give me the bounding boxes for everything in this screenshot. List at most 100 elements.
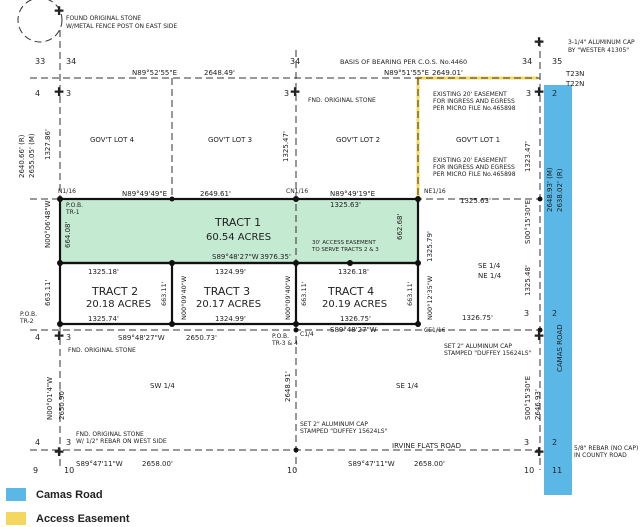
svg-text:1324.99': 1324.99' (215, 315, 246, 323)
svg-text:1325.18': 1325.18' (88, 268, 119, 276)
svg-text:CN1/16: CN1/16 (286, 188, 308, 195)
svg-text:2: 2 (552, 89, 557, 98)
svg-text:20.17 ACRES: 20.17 ACRES (196, 299, 261, 310)
svg-text:TRACT 3: TRACT 3 (203, 285, 250, 298)
svg-text:TO SERVE TRACTS 2 & 3: TO SERVE TRACTS 2 & 3 (311, 247, 379, 253)
svg-text:4: 4 (35, 89, 40, 98)
govt-lots: GOV'T LOT 4 GOV'T LOT 3 GOV'T LOT 2 GOV'… (90, 136, 500, 144)
svg-text:3: 3 (524, 438, 529, 447)
svg-text:N89°52'55"E: N89°52'55"E (132, 69, 177, 77)
svg-text:1326.75': 1326.75' (462, 314, 493, 322)
svg-text:1325.48': 1325.48' (524, 265, 532, 296)
tract-1: P.O.B. TR-1 TRACT 1 60.54 ACRES S89°48'2… (65, 202, 404, 261)
monuments: ✚ ✚ ✚ ✚ ✚ ✚ ✚ ✚ ✚ (54, 4, 544, 459)
svg-text:✚: ✚ (54, 85, 64, 99)
svg-text:✚: ✚ (54, 445, 64, 459)
svg-text:1326.18': 1326.18' (338, 268, 369, 276)
svg-text:S89°48'27"W: S89°48'27"W (212, 253, 259, 261)
svg-text:TRACT 2: TRACT 2 (91, 285, 138, 298)
svg-text:2648.93' (M): 2648.93' (M) (546, 167, 554, 212)
svg-text:N00°09'40"W: N00°09'40"W (180, 275, 188, 320)
svg-text:P.O.B.: P.O.B. (20, 311, 37, 318)
lower-notes: FND. ORIGINAL STONE W/ 1/2" REBAR ON WES… (76, 421, 638, 459)
svg-text:GOV'T LOT 4: GOV'T LOT 4 (90, 136, 135, 144)
svg-text:3: 3 (284, 89, 289, 98)
svg-text:10: 10 (287, 466, 297, 475)
svg-text:FOUND ORIGINAL STONE: FOUND ORIGINAL STONE (66, 15, 141, 22)
svg-text:2648.91': 2648.91' (284, 371, 292, 402)
svg-text:34: 34 (66, 57, 76, 66)
svg-text:SW 1/4: SW 1/4 (150, 382, 175, 390)
svg-text:W/ 1/2" REBAR ON WEST SIDE: W/ 1/2" REBAR ON WEST SIDE (76, 438, 167, 445)
svg-text:BASIS OF BEARING PER C.O.S. No: BASIS OF BEARING PER C.O.S. No.4460 (340, 58, 467, 66)
svg-text:EXISTING 20' EASEMENT: EXISTING 20' EASEMENT (433, 91, 507, 98)
svg-text:34: 34 (290, 57, 300, 66)
svg-text:PER MICRO FILE No.465898: PER MICRO FILE No.465898 (433, 105, 516, 112)
svg-text:2650.73': 2650.73' (186, 334, 217, 342)
svg-text:EXISTING 20' EASEMENT: EXISTING 20' EASEMENT (433, 157, 507, 164)
svg-text:T23N: T23N (565, 70, 584, 78)
svg-text:IRVINE FLATS ROAD: IRVINE FLATS ROAD (392, 442, 461, 450)
svg-text:1325.47': 1325.47' (282, 131, 290, 162)
svg-text:P.O.B.: P.O.B. (66, 202, 83, 209)
svg-text:BY "WESTER 41305": BY "WESTER 41305" (568, 47, 629, 54)
svg-text:2658.00': 2658.00' (142, 460, 173, 468)
svg-text:N89°49'49"E: N89°49'49"E (122, 190, 167, 198)
svg-text:2640.66' (R): 2640.66' (R) (18, 134, 26, 178)
svg-text:GOV'T LOT 1: GOV'T LOT 1 (456, 136, 500, 144)
svg-text:N1/16: N1/16 (58, 188, 76, 195)
mid-lower-labels: P.O.B. TR-2 P.O.B. TR-3 & 4 C1/4 FND. OR… (19, 311, 532, 357)
svg-text:N00°06'48"W: N00°06'48"W (44, 200, 52, 248)
svg-text:CE1/16: CE1/16 (424, 327, 446, 334)
svg-text:663.11': 663.11' (44, 280, 52, 306)
svg-text:663.11': 663.11' (406, 281, 414, 306)
n116-bearings: N89°49'49"E 2649.61' N89°49'19"E 1325.63… (122, 190, 491, 209)
svg-text:IN COUNTY ROAD: IN COUNTY ROAD (574, 452, 627, 459)
svg-text:20.19 ACRES: 20.19 ACRES (322, 299, 387, 310)
svg-text:3: 3 (66, 333, 71, 342)
svg-text:30' ACCESS EASEMENT: 30' ACCESS EASEMENT (312, 240, 376, 246)
legend-item-camas-road: Camas Road (6, 488, 103, 501)
svg-text:1325.74': 1325.74' (88, 315, 119, 323)
svg-text:663.11': 663.11' (300, 281, 308, 306)
svg-text:✚: ✚ (534, 329, 544, 343)
svg-text:S89°47'11"W: S89°47'11"W (76, 460, 123, 468)
svg-text:FND. ORIGINAL STONE: FND. ORIGINAL STONE (68, 347, 136, 354)
svg-text:664.08': 664.08' (64, 222, 72, 248)
svg-text:✚: ✚ (290, 85, 300, 99)
access-easement-swatch (6, 512, 26, 525)
svg-text:TRACT 4: TRACT 4 (327, 285, 374, 298)
top-annotations: FOUND ORIGINAL STONE W/METAL FENCE POST … (66, 15, 635, 178)
svg-text:4: 4 (35, 438, 40, 447)
svg-text:W/METAL FENCE POST ON EAST SID: W/METAL FENCE POST ON EAST SIDE (66, 23, 177, 30)
west-bearings: 2640.66' (R) 2655.05' (M) 1327.86' N00°0… (18, 129, 434, 306)
svg-text:S00°15'30"E: S00°15'30"E (524, 376, 532, 420)
svg-text:20.18 ACRES: 20.18 ACRES (86, 299, 151, 310)
svg-text:2649.01': 2649.01' (432, 69, 463, 77)
svg-text:663.11': 663.11' (160, 281, 168, 306)
svg-text:P.O.B.: P.O.B. (272, 333, 289, 340)
svg-text:60.54 ACRES: 60.54 ACRES (206, 232, 271, 243)
legend-label: Camas Road (36, 488, 103, 501)
svg-text:✚: ✚ (534, 35, 544, 49)
svg-text:STAMPED "DUFFEY 15624LS": STAMPED "DUFFEY 15624LS" (444, 350, 532, 357)
svg-text:TRACT 1: TRACT 1 (214, 216, 261, 229)
svg-text:T22N: T22N (565, 80, 584, 88)
mid-lower-bearings: S89°48'27"W 2650.73' S89°48'27"W (118, 326, 377, 342)
svg-text:2646.93': 2646.93' (534, 389, 542, 420)
top-bearings: N89°52'55"E 2648.49' N89°51'55"E 2649.01… (132, 69, 463, 77)
legend-item-access-easement: Access Easement (6, 512, 130, 525)
svg-text:1325.63': 1325.63' (330, 201, 361, 209)
svg-text:10: 10 (524, 466, 534, 475)
svg-text:9: 9 (33, 466, 38, 475)
svg-text:GOV'T LOT 2: GOV'T LOT 2 (336, 136, 380, 144)
svg-text:N00°12'35"W: N00°12'35"W (426, 275, 434, 320)
svg-text:2638.02' (R): 2638.02' (R) (556, 168, 564, 212)
lower-section: SW 1/4 SE 1/4 N00°01'4"W 2650.90' 2648.9… (46, 371, 542, 468)
svg-text:2650.90': 2650.90' (58, 389, 66, 420)
svg-text:✚: ✚ (54, 329, 64, 343)
svg-text:2: 2 (552, 309, 557, 318)
svg-text:TR-1: TR-1 (65, 209, 80, 216)
svg-text:1327.86': 1327.86' (44, 129, 52, 160)
